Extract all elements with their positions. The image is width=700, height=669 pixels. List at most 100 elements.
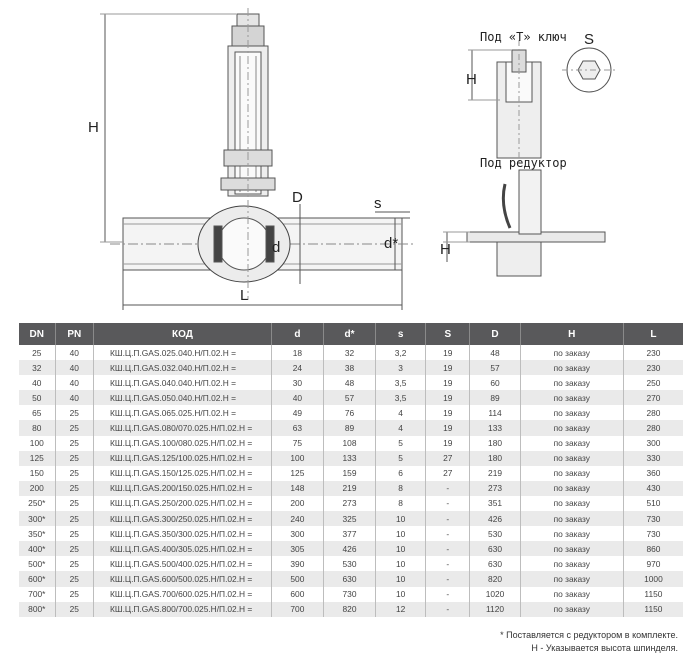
table-cell: по заказу [520, 390, 624, 406]
table-cell: 65 [19, 405, 56, 421]
note-reducer: * Поставляется с редуктором в комплекте. [500, 630, 678, 640]
table-cell: 19 [425, 405, 471, 421]
table-cell: 25 [55, 435, 95, 451]
caption-t-key: Под «Т» ключ [480, 30, 567, 44]
table-cell: 25 [55, 526, 95, 542]
label-s: s [374, 195, 382, 212]
table-cell: по заказу [520, 526, 624, 542]
table-cell: КШ.Ц.П.GAS.350/300.025.Н/П.02.Н = [93, 526, 272, 542]
table-cell: 27 [425, 465, 471, 481]
table-cell: 630 [469, 541, 521, 557]
table-cell: 530 [469, 526, 521, 542]
table-cell: 630 [469, 556, 521, 572]
table-cell: 40 [55, 345, 95, 361]
column-header-1: PN [55, 323, 95, 345]
table-cell: 32 [323, 345, 377, 361]
caption-reducer: Под редуктор [480, 156, 567, 170]
table-cell: 10 [375, 586, 427, 602]
table-cell: 3,2 [375, 345, 427, 361]
table-cell: 6 [375, 465, 427, 481]
table-cell: по заказу [520, 556, 624, 572]
label-H-reducer: H [440, 241, 451, 258]
table-cell: 48 [469, 345, 521, 361]
table-cell: 180 [469, 435, 521, 451]
table-cell: 377 [323, 526, 377, 542]
table-cell: 730 [646, 528, 661, 539]
table-cell: - [425, 526, 471, 542]
table-cell: - [425, 511, 471, 527]
table-cell: КШ.Ц.П.GAS.300/250.025.Н/П.02.Н = [93, 511, 272, 527]
table-cell: 10 [375, 526, 427, 542]
table-cell: 40 [55, 375, 95, 391]
table-cell: 800* [19, 601, 56, 617]
table-cell: 38 [323, 360, 377, 376]
table-cell: 730 [623, 511, 683, 527]
table-cell: 273 [323, 495, 377, 512]
table-cell: 18 [271, 345, 324, 361]
table-cell: КШ.Ц.П.GAS.500/400.025.Н/П.02.Н = [93, 556, 272, 572]
table-cell: 426 [469, 511, 521, 527]
table-cell: по заказу [520, 375, 624, 391]
table-cell: 40 [19, 375, 56, 391]
table-cell: 25 [55, 420, 95, 436]
table-cell: 80 [19, 420, 56, 436]
table-cell: КШ.Ц.П.GAS.125/100.025.Н/П.02.Н = [93, 450, 272, 466]
table-cell: 250* [19, 495, 56, 512]
table-cell: 8 [375, 480, 427, 496]
table-cell: 300 [646, 438, 661, 449]
column-header-2: КОД [93, 323, 272, 345]
table-cell: 10 [375, 541, 427, 557]
table-cell: по заказу [520, 601, 624, 617]
main-valve-view [100, 8, 415, 310]
table-cell: 8 [375, 495, 427, 512]
table-cell: 25 [55, 511, 95, 527]
table-cell: 133 [469, 420, 521, 436]
table-cell: 270 [623, 390, 683, 406]
table-cell: КШ.Ц.П.GAS.032.040.Н/П.02.Н = [93, 360, 272, 376]
table-cell: 150 [19, 465, 56, 481]
table-cell: 25 [19, 345, 56, 361]
table-cell: 40 [55, 390, 95, 406]
table-cell: 5 [375, 450, 427, 466]
table-cell: - [425, 601, 471, 617]
table-cell: по заказу [520, 495, 624, 512]
table-cell: 25 [55, 586, 95, 602]
table-cell: 500 [271, 571, 324, 587]
table-cell: по заказу [520, 571, 624, 587]
table-cell: КШ.Ц.П.GAS.250/200.025.Н/П.02.Н = [93, 495, 272, 512]
table-cell: 730 [323, 586, 377, 602]
table-cell: 330 [623, 450, 683, 466]
column-header-0: DN [19, 323, 56, 345]
table-cell: 57 [469, 360, 521, 376]
table-cell: 820 [323, 601, 377, 617]
column-header-4: d* [323, 323, 377, 345]
table-cell: по заказу [520, 480, 624, 496]
table-cell: 19 [425, 420, 471, 436]
table-cell: КШ.Ц.П.GAS.040.040.Н/П.02.Н = [93, 375, 272, 391]
table-cell: 820 [469, 571, 521, 587]
table-cell: по заказу [520, 586, 624, 602]
label-L: L [240, 287, 248, 304]
table-cell: 300 [271, 526, 324, 542]
table-cell: 125 [19, 450, 56, 466]
table-cell: 305 [271, 541, 324, 557]
table-cell: 32 [19, 360, 56, 376]
note-height: Н - Указывается высота шпинделя. [531, 643, 678, 653]
label-d: d [272, 239, 280, 256]
table-cell: 12 [375, 601, 427, 617]
table-cell: КШ.Ц.П.GAS.080/070.025.Н/П.02.Н = [93, 420, 272, 436]
table-cell: 325 [323, 511, 377, 527]
table-cell: 300* [19, 511, 56, 527]
table-cell: 200 [19, 480, 56, 496]
